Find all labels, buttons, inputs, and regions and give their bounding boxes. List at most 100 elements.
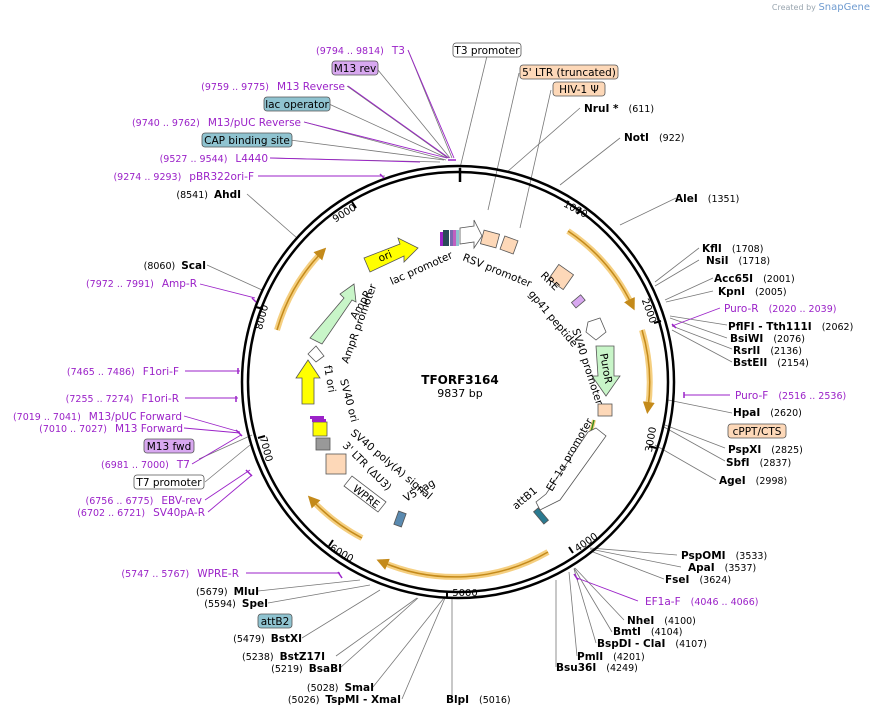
primer-name: F1ori-F bbox=[143, 366, 179, 378]
enzyme-name: BmtI bbox=[613, 626, 641, 638]
primer-site: (9759 .. 9775)M13 Reverse bbox=[201, 81, 345, 93]
enzyme-name: NotI bbox=[624, 132, 649, 144]
enzyme-name: PspXI bbox=[728, 444, 761, 456]
enzyme-name: BstEII bbox=[733, 357, 767, 369]
tick-label: 4000 bbox=[573, 531, 600, 555]
primer-position: (9527 .. 9544) bbox=[160, 154, 228, 165]
enzyme-site: BmtI (4104) bbox=[613, 626, 682, 638]
enzyme-name: HpaI bbox=[733, 407, 760, 419]
feature-label-f1-ori: f1 ori bbox=[321, 364, 338, 393]
enzyme-position: (3624) bbox=[699, 575, 731, 586]
enzyme-name: SpeI bbox=[242, 598, 268, 610]
enzyme-position: (2620) bbox=[770, 408, 802, 419]
enzyme-site: (5028)SmaI bbox=[307, 682, 374, 694]
enzyme-site: PspOMI (3533) bbox=[681, 550, 767, 562]
enzyme-site: NheI (4100) bbox=[627, 615, 696, 627]
feature-box-5ltr: 5' LTR (truncated) bbox=[522, 67, 616, 79]
enzyme-position: (2076) bbox=[773, 334, 805, 345]
enzyme-position: (2837) bbox=[760, 458, 792, 469]
primer-name: L4440 bbox=[235, 153, 268, 165]
snapgene-credit: Created by SnapGene bbox=[772, 2, 870, 13]
primer-position: (6756 .. 6775) bbox=[86, 496, 154, 507]
primer-position: (9740 .. 9762) bbox=[132, 118, 200, 129]
primer-leaders bbox=[183, 49, 730, 602]
enzyme-name: PmlI bbox=[577, 651, 603, 663]
primer-site: (6702 .. 6721) SV40pA-R bbox=[77, 507, 205, 519]
enzyme-site: NsiI(1718) bbox=[706, 255, 770, 267]
plasmid-name: TFORF3164 bbox=[421, 373, 498, 387]
leader-lines bbox=[198, 49, 733, 700]
enzyme-site: BsiWI (2076) bbox=[730, 333, 805, 345]
primer-position: (7019 .. 7041) bbox=[13, 412, 81, 423]
enzyme-name: PspOMI bbox=[681, 550, 726, 562]
primer-position: (9759 .. 9775) bbox=[201, 82, 269, 93]
feature-label-ori: ori bbox=[377, 249, 394, 265]
enzyme-name: NsiI bbox=[706, 255, 729, 267]
enzyme-name: KflI bbox=[702, 243, 722, 255]
primer-name: T7 bbox=[176, 459, 190, 471]
plasmid-length: 9837 bp bbox=[437, 387, 482, 400]
enzyme-site: (5479)BstXI bbox=[233, 633, 302, 645]
enzyme-site: KpnI(2005) bbox=[718, 286, 787, 298]
primer-site: EF1a-F(4046 .. 4066) bbox=[645, 596, 758, 608]
feature-box-hiv-psi: HIV-1 Ψ bbox=[559, 84, 599, 96]
backbone-inner bbox=[246, 170, 670, 594]
primer-name: SV40pA-R bbox=[153, 507, 205, 519]
enzyme-name: RsrII bbox=[733, 345, 760, 357]
tick-label: 6000 bbox=[327, 543, 355, 565]
enzyme-name: BsiWI bbox=[730, 333, 763, 345]
enzyme-position: (2998) bbox=[756, 476, 788, 487]
feature-box-cap-binding: CAP binding site bbox=[204, 135, 290, 147]
primer-position: (6702 .. 6721) bbox=[77, 508, 145, 519]
enzyme-site: FseI(3624) bbox=[665, 574, 731, 586]
tick-label: 5000 bbox=[452, 588, 477, 599]
enzyme-site: (5594)SpeI bbox=[204, 598, 268, 610]
enzyme-site: (8060)ScaI bbox=[144, 260, 206, 272]
enzyme-position: (4104) bbox=[651, 627, 683, 638]
enzyme-position: (3533) bbox=[736, 551, 768, 562]
primer-site: Puro-F(2516 .. 2536) bbox=[735, 390, 846, 402]
primer-site: (9274 .. 9293)pBR322ori-F bbox=[113, 171, 254, 183]
enzyme-site: Acc65I(2001) bbox=[714, 273, 795, 285]
enzyme-position: (5679) bbox=[196, 587, 228, 598]
enzyme-site: PflFI - Tth111I(2062) bbox=[728, 321, 853, 333]
enzyme-name: SmaI bbox=[345, 682, 375, 694]
primer-site: (9740 .. 9762)M13/pUC Reverse bbox=[132, 117, 301, 129]
enzyme-position: (5219) bbox=[271, 664, 303, 675]
enzyme-site: (5219)BsaBI bbox=[271, 663, 342, 675]
primer-position: (7972 .. 7991) bbox=[86, 279, 154, 290]
credit-brand: SnapGene bbox=[818, 2, 870, 13]
tick-label: 1000 bbox=[561, 199, 589, 221]
enzyme-position: (8060) bbox=[144, 261, 176, 272]
enzyme-name: BlpI bbox=[446, 694, 469, 706]
primer-site: (7010 .. 7027)M13 Forward bbox=[39, 423, 183, 435]
enzyme-site: NotI (922) bbox=[624, 132, 684, 144]
primer-labels: (9794 .. 9814)T3(9759 .. 9775)M13 Revers… bbox=[13, 45, 846, 608]
primer-position: (7010 .. 7027) bbox=[39, 424, 107, 435]
feature-box-m13-rev: M13 rev bbox=[334, 63, 377, 75]
backbone-outer bbox=[240, 164, 676, 600]
enzyme-site: BstEII (2154) bbox=[733, 357, 809, 369]
primer-site: (9527 .. 9544) L4440 bbox=[160, 153, 268, 165]
enzyme-name: BstZ17I bbox=[280, 651, 325, 663]
feature-label-gp41: gp41 peptide bbox=[526, 288, 580, 349]
enzyme-position: (1708) bbox=[732, 244, 764, 255]
inner-feature-shapes bbox=[295, 219, 621, 528]
feature-box-t3-promoter: T3 promoter bbox=[453, 45, 520, 57]
tick-marks bbox=[255, 201, 662, 598]
enzyme-name: AgeI bbox=[719, 475, 746, 487]
enzyme-position: (8541) bbox=[176, 190, 208, 201]
enzyme-site: NruI *(611) bbox=[584, 103, 654, 115]
enzyme-position: (4107) bbox=[675, 639, 707, 650]
primer-name: pBR322ori-F bbox=[189, 171, 254, 183]
primer-name: EBV-rev bbox=[161, 495, 202, 507]
enzyme-position: (2154) bbox=[777, 358, 809, 369]
enzyme-name: ApaI bbox=[688, 562, 715, 574]
enzyme-position: (922) bbox=[659, 133, 685, 144]
enzyme-position: (4100) bbox=[664, 616, 696, 627]
enzyme-name: NheI bbox=[627, 615, 654, 627]
enzyme-name: KpnI bbox=[718, 286, 745, 298]
enzyme-position: (2062) bbox=[822, 322, 854, 333]
enzyme-name: AhdI bbox=[214, 189, 241, 201]
primer-name: Puro-F bbox=[735, 390, 768, 402]
